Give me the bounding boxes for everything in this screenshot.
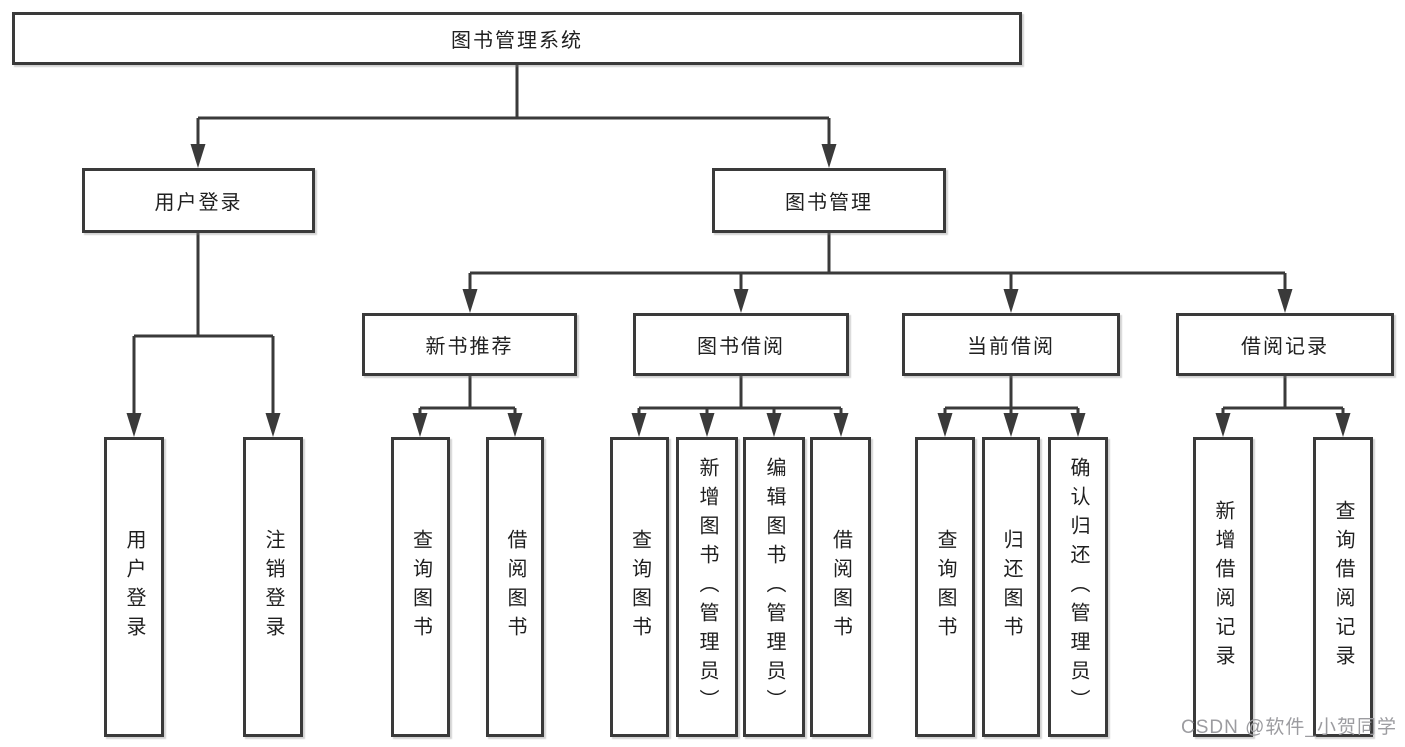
node-user-login: 用户登录	[82, 168, 315, 233]
node-label: 用户登录	[123, 529, 145, 645]
watermark-text: CSDN @软件_小贺同学	[1181, 717, 1397, 738]
node-book-management: 图书管理	[712, 168, 946, 233]
node-label: 注销登录	[262, 529, 284, 645]
node-label: 当前借阅	[967, 336, 1055, 358]
node-add-books-admin: 新增图书（管理员）	[676, 437, 738, 737]
node-new-book-recommendation: 新书推荐	[362, 313, 577, 376]
node-edit-books-admin: 编辑图书（管理员）	[743, 437, 805, 737]
node-label: 归还图书	[1000, 529, 1022, 645]
node-confirm-return-admin: 确认归还（管理员）	[1048, 437, 1108, 737]
node-label: 图书管理系统	[451, 30, 583, 52]
node-borrow-books-borrow: 借阅图书	[810, 437, 871, 737]
node-query-books-borrow: 查询图书	[610, 437, 669, 737]
node-logout-action: 注销登录	[243, 437, 303, 737]
node-label: 查询图书	[934, 529, 956, 645]
node-label: 查询借阅记录	[1332, 500, 1354, 674]
node-label: 新书推荐	[425, 336, 514, 358]
node-label: 图书管理	[785, 192, 873, 214]
node-book-borrowing: 图书借阅	[633, 313, 849, 376]
node-query-borrow-record: 查询借阅记录	[1313, 437, 1373, 737]
node-label: 新增图书（管理员）	[696, 456, 718, 718]
node-borrowing-records: 借阅记录	[1176, 313, 1394, 376]
node-label: 查询图书	[409, 529, 432, 645]
node-label: 借阅图书	[504, 529, 526, 645]
node-user-login-action: 用户登录	[104, 437, 164, 737]
node-label: 图书借阅	[697, 336, 785, 358]
node-label: 新增借阅记录	[1212, 500, 1234, 674]
node-label: 查询图书	[628, 529, 651, 645]
node-label: 编辑图书（管理员）	[763, 456, 785, 718]
node-return-books: 归还图书	[982, 437, 1040, 737]
node-add-borrow-record: 新增借阅记录	[1193, 437, 1253, 737]
node-root: 图书管理系统	[12, 12, 1022, 65]
node-borrow-books-recommend: 借阅图书	[486, 437, 544, 737]
node-label: 借阅图书	[829, 529, 852, 645]
node-query-books-recommend: 查询图书	[391, 437, 450, 737]
node-label: 确认归还（管理员）	[1067, 456, 1089, 718]
node-label: 用户登录	[154, 192, 243, 214]
node-label: 借阅记录	[1241, 336, 1329, 358]
node-query-books-current: 查询图书	[915, 437, 975, 737]
node-current-borrowing: 当前借阅	[902, 313, 1120, 376]
